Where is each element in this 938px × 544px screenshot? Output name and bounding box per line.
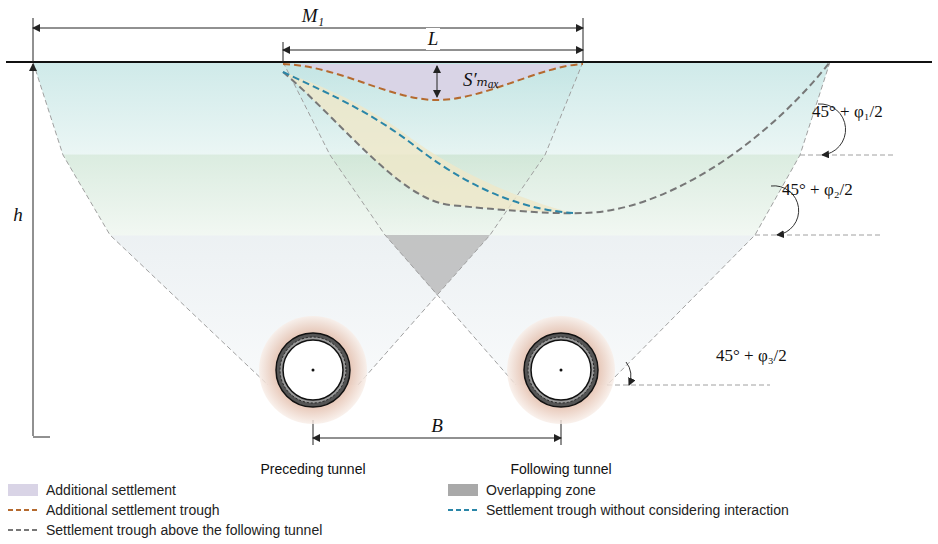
tunnel-label: Preceding tunnel (260, 461, 365, 477)
dimension-label: B (429, 415, 445, 437)
legend-text: Additional settlement (46, 482, 176, 498)
dimension-label: L (426, 28, 441, 50)
legend-line-sample (8, 506, 38, 514)
legend-text: Settlement trough above the following tu… (46, 522, 322, 538)
angle-label: 45° + φ₃/2 (716, 346, 787, 366)
legend-text: Overlapping zone (486, 482, 596, 498)
angle-label: 45° + φ₂/2 (782, 180, 853, 200)
legend-text: Additional settlement trough (46, 502, 220, 518)
legend-text: Settlement trough without considering in… (486, 502, 789, 518)
legend-swatch (8, 484, 38, 496)
dimension-label: h (11, 204, 25, 226)
tunnel-label: Following tunnel (510, 461, 611, 477)
legend-line-sample (448, 506, 478, 514)
legend-line-sample (8, 526, 38, 534)
dimension-label: M₁ (300, 5, 326, 27)
angle-label: 45° + φ₁/2 (812, 102, 883, 122)
legend-swatch (448, 484, 478, 496)
settlement-label: S′ₘₐₓ (463, 69, 499, 91)
